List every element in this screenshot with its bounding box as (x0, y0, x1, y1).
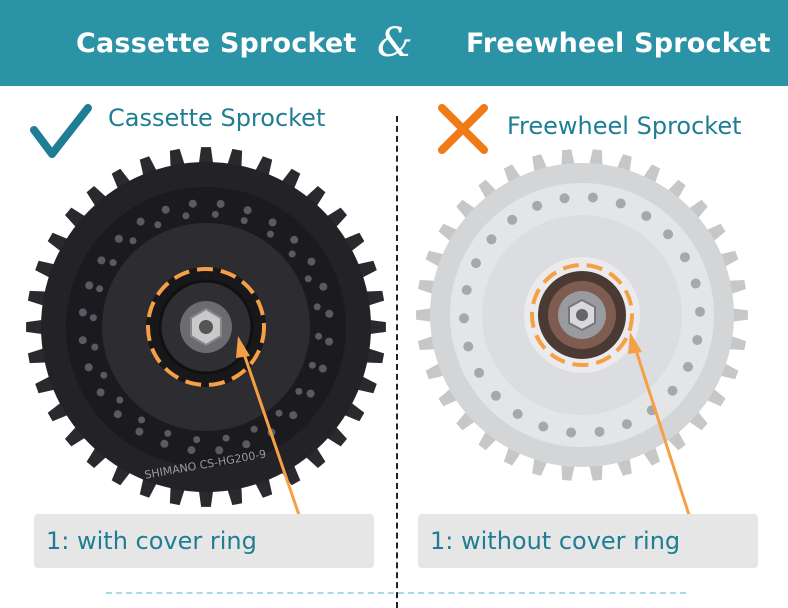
freewheel-gear-image (416, 149, 748, 481)
caption-with-cover-ring: 1: with cover ring (34, 514, 374, 568)
header-title-cassette: Cassette Sprocket (76, 28, 357, 59)
checkmark-icon (30, 104, 92, 158)
ampersand-glyph: & (377, 20, 413, 66)
label-freewheel: Freewheel Sprocket (507, 112, 742, 140)
cassette-gear-image: SHIMANO CS-HG200-9 (26, 147, 386, 507)
cross-icon (438, 104, 488, 154)
label-cassette: Cassette Sprocket (108, 104, 326, 132)
header-banner: Cassette Sprocket & Freewheel Sprocket (0, 0, 788, 86)
caption-without-cover-ring: 1: without cover ring (418, 514, 758, 568)
center-divider (396, 116, 398, 608)
bottom-divider (106, 592, 686, 594)
header-title-freewheel: Freewheel Sprocket (466, 28, 771, 59)
